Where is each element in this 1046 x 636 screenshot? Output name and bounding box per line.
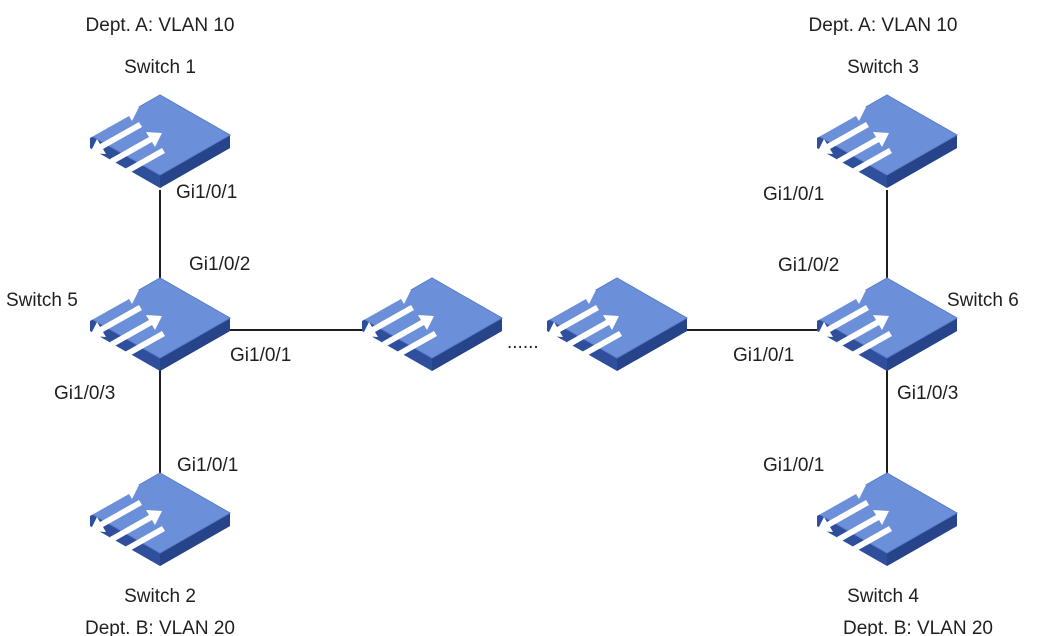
switch-6-down-port-label: Gi1/0/3	[897, 383, 958, 404]
switch-4-icon	[813, 472, 958, 567]
switch-2-dept-label: Dept. B: VLAN 20	[85, 618, 235, 636]
switch-middle-2-icon	[543, 277, 688, 372]
switch-5-icon	[86, 277, 231, 372]
switch-3-name-label: Switch 3	[847, 57, 919, 78]
switch-2-icon	[86, 472, 231, 567]
switch-3-icon	[813, 94, 958, 189]
switch-1-port-label: Gi1/0/1	[176, 182, 237, 203]
switch-1-icon	[86, 94, 231, 189]
switch-middle-1-icon	[358, 277, 503, 372]
switch-4-port-label: Gi1/0/1	[763, 455, 824, 476]
switch-1-name-label: Switch 1	[124, 57, 196, 78]
switch-5-down-port-label: Gi1/0/3	[54, 383, 115, 404]
switch-2-port-label: Gi1/0/1	[177, 455, 238, 476]
switch-6-left-port-label: Gi1/0/1	[733, 345, 794, 366]
switch-6-name-label: Switch 6	[947, 290, 1019, 311]
switch-2-name-label: Switch 2	[124, 586, 196, 607]
ellipsis-label: ......	[507, 332, 539, 353]
switch-3-dept-label: Dept. A: VLAN 10	[809, 15, 958, 36]
switch-1-dept-label: Dept. A: VLAN 10	[86, 15, 235, 36]
switch-4-dept-label: Dept. B: VLAN 20	[843, 618, 993, 636]
switch-6-up-port-label: Gi1/0/2	[778, 255, 839, 276]
switch-3-port-label: Gi1/0/1	[763, 184, 824, 205]
switch-4-name-label: Switch 4	[847, 586, 919, 607]
switch-5-name-label: Switch 5	[6, 290, 78, 311]
switch-5-up-port-label: Gi1/0/2	[189, 254, 250, 275]
switch-5-right-port-label: Gi1/0/1	[230, 345, 291, 366]
switch-6-icon	[813, 277, 958, 372]
